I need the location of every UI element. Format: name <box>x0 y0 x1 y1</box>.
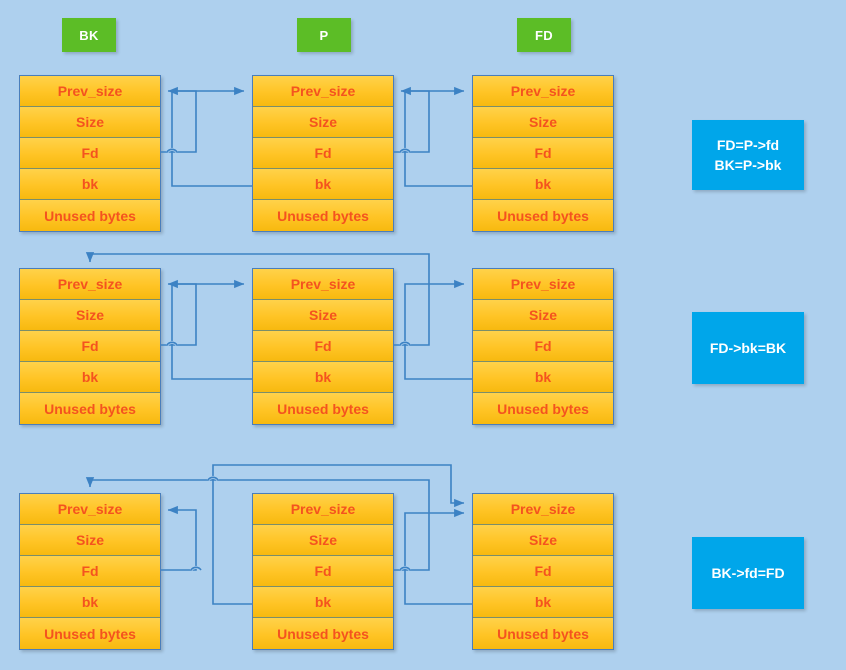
row-2-wire-bk-fd-to-bk-prev <box>161 279 197 346</box>
pointer-label-bk: BK <box>62 18 116 52</box>
cell-prev-size: Prev_size <box>253 76 393 107</box>
cell-fd: Fd <box>253 138 393 169</box>
note-row-2: FD->bk=BK <box>692 312 804 384</box>
row-3-wire-bk-fd-to-bk-prev <box>161 505 197 571</box>
cell-bk: bk <box>253 169 393 200</box>
cell-prev-size: Prev_size <box>473 269 613 300</box>
note-row-1-line-2: BK=P->bk <box>714 157 782 173</box>
note-row-3-line-1: BK->fd=FD <box>711 565 785 581</box>
cell-size: Size <box>253 107 393 138</box>
row-2-chunk-fd: Prev_size Size Fd bk Unused bytes <box>472 268 614 425</box>
cell-unused: Unused bytes <box>253 618 393 649</box>
row-1-chunk-p: Prev_size Size Fd bk Unused bytes <box>252 75 394 232</box>
cell-fd: Fd <box>253 556 393 587</box>
cell-size: Size <box>20 525 160 556</box>
cell-unused: Unused bytes <box>473 393 613 424</box>
cell-prev-size: Prev_size <box>20 76 160 107</box>
note-row-1-line-1: FD=P->fd <box>716 137 780 153</box>
row-1-wire-bk-fd-to-bk-prev <box>161 86 197 153</box>
row-1-wire-p-fd-to-p-prev <box>394 86 430 153</box>
cell-size: Size <box>20 107 160 138</box>
cell-size: Size <box>473 525 613 556</box>
cell-size: Size <box>253 525 393 556</box>
cell-prev-size: Prev_size <box>473 494 613 525</box>
row-1-wire-p-bk-to-p-prev <box>171 86 252 187</box>
row-1-wire-fd-bk-to-fd-prev <box>404 86 472 187</box>
pointer-label-p: P <box>297 18 351 52</box>
cell-unused: Unused bytes <box>473 618 613 649</box>
row-3-chunk-p: Prev_size Size Fd bk Unused bytes <box>252 493 394 650</box>
row-2-wire-fd-bk-to-fd-prev <box>404 279 472 380</box>
cell-fd: Fd <box>20 556 160 587</box>
cell-unused: Unused bytes <box>253 200 393 231</box>
cell-fd: Fd <box>20 138 160 169</box>
cell-fd: Fd <box>253 331 393 362</box>
cell-unused: Unused bytes <box>20 200 160 231</box>
cell-size: Size <box>20 300 160 331</box>
pointer-label-fd-text: FD <box>535 27 553 43</box>
cell-unused: Unused bytes <box>20 618 160 649</box>
cell-bk: bk <box>253 362 393 393</box>
cell-prev-size: Prev_size <box>20 269 160 300</box>
cell-bk: bk <box>20 169 160 200</box>
cell-prev-size: Prev_size <box>20 494 160 525</box>
pointer-label-p-text: P <box>319 27 329 43</box>
cell-bk: bk <box>20 587 160 618</box>
cell-bk: bk <box>473 587 613 618</box>
cell-size: Size <box>473 300 613 331</box>
row-2-wire-p-bk-to-p-prev <box>171 279 252 380</box>
cell-prev-size: Prev_size <box>473 76 613 107</box>
row-1-chunk-bk: Prev_size Size Fd bk Unused bytes <box>19 75 161 232</box>
cell-bk: bk <box>473 362 613 393</box>
cell-fd: Fd <box>473 138 613 169</box>
cell-fd: Fd <box>473 331 613 362</box>
row-2-chunk-bk: Prev_size Size Fd bk Unused bytes <box>19 268 161 425</box>
pointer-label-fd: FD <box>517 18 571 52</box>
note-row-2-line-1: FD->bk=BK <box>709 340 787 356</box>
note-row-3: BK->fd=FD <box>692 537 804 609</box>
row-1-chunk-fd: Prev_size Size Fd bk Unused bytes <box>472 75 614 232</box>
cell-bk: bk <box>473 169 613 200</box>
cell-unused: Unused bytes <box>20 393 160 424</box>
row-3-chunk-bk: Prev_size Size Fd bk Unused bytes <box>19 493 161 650</box>
pointer-label-bk-text: BK <box>79 27 99 43</box>
cell-fd: Fd <box>473 556 613 587</box>
cell-unused: Unused bytes <box>473 200 613 231</box>
cell-prev-size: Prev_size <box>253 494 393 525</box>
row-3-chunk-fd: Prev_size Size Fd bk Unused bytes <box>472 493 614 650</box>
cell-bk: bk <box>20 362 160 393</box>
row-2-chunk-p: Prev_size Size Fd bk Unused bytes <box>252 268 394 425</box>
cell-size: Size <box>473 107 613 138</box>
cell-unused: Unused bytes <box>253 393 393 424</box>
cell-fd: Fd <box>20 331 160 362</box>
note-row-1: FD=P->fd BK=P->bk <box>692 120 804 190</box>
row-3-wire-fd-bk-to-fd-prev <box>404 508 472 605</box>
cell-bk: bk <box>253 587 393 618</box>
cell-size: Size <box>253 300 393 331</box>
cell-prev-size: Prev_size <box>253 269 393 300</box>
